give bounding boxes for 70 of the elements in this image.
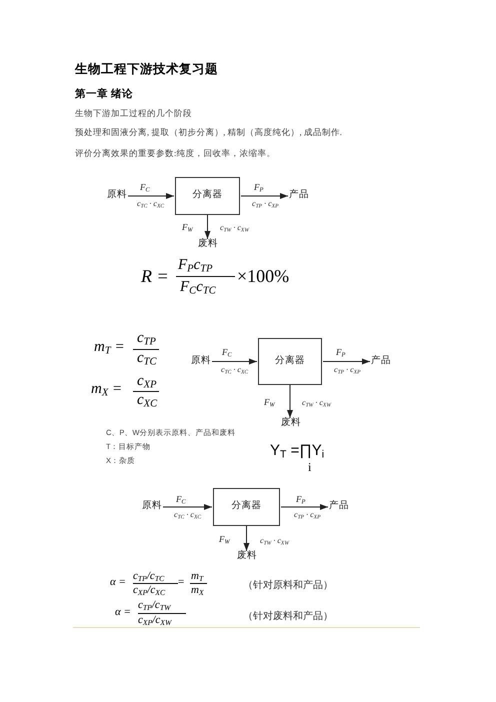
arrow [204, 214, 210, 240]
arrow [322, 358, 370, 364]
edge-label: F$_{W}$ [219, 535, 230, 544]
arrow [212, 358, 258, 364]
process-box [213, 488, 280, 526]
formula-text: m$_{T}$ = [94, 340, 125, 355]
edge-label: F$_{W}$ [182, 223, 193, 232]
arrow [162, 504, 212, 510]
formula-text: R = [141, 267, 169, 285]
formula-text: α = [115, 607, 131, 618]
box-label: 分离器 [192, 191, 222, 201]
concentration-label: c$_{TC}$ · c$_{XC}$ [137, 200, 164, 208]
concentration-label: c$_{TP}$ · c$_{XP}$ [294, 511, 320, 519]
concentration-label: c$_{TP}$ · c$_{XP}$ [334, 366, 360, 374]
concentration-label: c$_{TP}$ · c$_{XP}$ [252, 200, 278, 208]
process-box [175, 177, 240, 215]
edge-label: F$_{C}$ [176, 495, 186, 504]
arrow [244, 526, 250, 552]
formula-text: m$_{X}$ = [91, 382, 122, 397]
formula-text: c$_{XP}$/c$_{XC}$ [133, 585, 166, 596]
formula-text: c$_{XP}$ [137, 374, 156, 389]
edge-label: F$_{P}$ [254, 183, 264, 192]
paragraph: 生物下游加工过程的几个阶段 [75, 109, 192, 118]
edge-label: F$_{C}$ [222, 348, 232, 357]
arrow [128, 193, 174, 199]
page-title: 生物工程下游技术复习题 [75, 63, 218, 76]
stream-label: 原料 [107, 191, 127, 200]
note-text: （针对废料和产品） [243, 612, 333, 622]
stream-label: 废料 [198, 240, 218, 250]
edge-label: F$_{C}$ [140, 183, 150, 192]
stream-label: 废料 [237, 552, 257, 562]
formula-text: ×100% [237, 267, 290, 285]
arrow [287, 384, 293, 418]
concentration-label: c$_{TC}$ · c$_{XC}$ [174, 511, 202, 519]
formula-text: F$_{P}$c$_{TP}$ [178, 258, 213, 273]
formula-text: c$_{XP}$/c$_{XW}$ [138, 615, 172, 626]
stream-label: 废料 [281, 419, 301, 428]
stream-label: 产品 [329, 502, 349, 512]
concentration-label: c$_{TW}$ · c$_{XW}$ [260, 537, 289, 545]
concentration-label: c$_{TC}$ · c$_{XC}$ [221, 366, 248, 374]
stream-label: 原料 [191, 357, 211, 366]
note-text: （针对原料和产品） [243, 581, 333, 591]
formula-text: m$_{T}$ [191, 571, 204, 582]
concentration-label: c$_{TW}$ · c$_{XW}$ [220, 224, 249, 232]
paragraph: 评价分离效果的重要参数:纯度，回收率，浓缩率。 [75, 149, 276, 158]
box-label: 分离器 [275, 356, 305, 366]
formula-text: Y$_{T}$ =∏Y$_{i}$ [270, 443, 324, 458]
stream-label: 产品 [289, 191, 309, 200]
formula-text: c$_{TP}$ [137, 331, 156, 346]
arrow [240, 193, 288, 199]
section-heading: 第一章 绪论 [75, 89, 133, 100]
formula-text: α = [110, 577, 126, 588]
concentration-label: c$_{TW}$ · c$_{XW}$ [302, 399, 331, 407]
edge-label: F$_{P}$ [296, 495, 306, 504]
formula-text: F$_{C}$c$_{TC}$ [180, 280, 216, 295]
stream-label: 产品 [371, 357, 391, 366]
stream-label: 原料 [142, 502, 162, 512]
formula-text: = [178, 577, 184, 588]
formula-text: c$_{TC}$ [137, 351, 157, 366]
edge-label: F$_{P}$ [336, 348, 346, 357]
formula-text: m$_{X}$ [191, 585, 204, 596]
formula-text: i [308, 461, 312, 473]
formula-text: c$_{XC}$ [137, 393, 158, 408]
edge-label: F$_{W}$ [264, 398, 275, 407]
formula-text: c$_{TP}$/c$_{TW}$ [138, 600, 171, 611]
formula-text: c$_{TP}$/c$_{TC}$ [133, 571, 164, 582]
box-label: 分离器 [232, 502, 262, 512]
process-box [258, 338, 322, 385]
arrow [280, 504, 328, 510]
paragraph: 预处理和固液分离, 提取（初步分离）, 精制（高度纯化）, 成品制作. [75, 128, 342, 136]
